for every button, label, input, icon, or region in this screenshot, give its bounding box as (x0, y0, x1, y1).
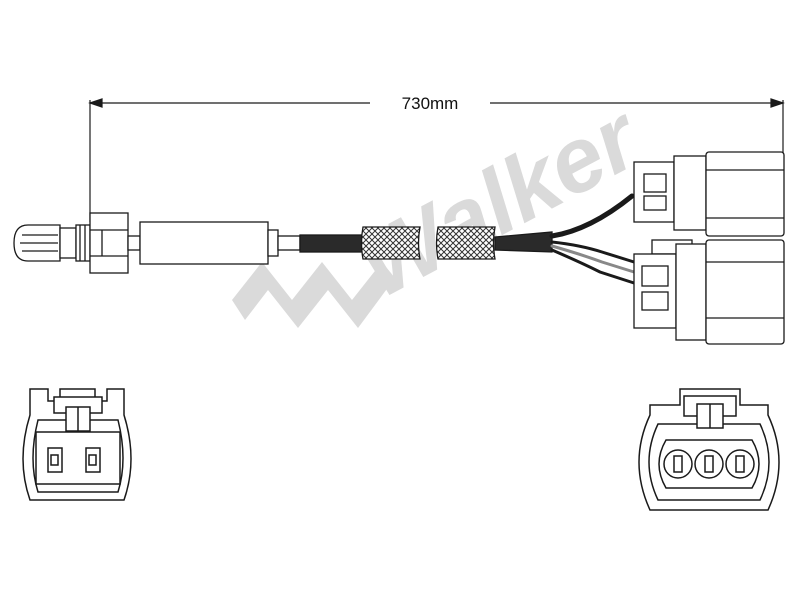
pin-contact (50, 454, 59, 466)
dimension-label: 730mm (402, 94, 459, 113)
pin-contact (704, 455, 714, 473)
pin-contact (88, 454, 97, 466)
upper-connector (633, 151, 785, 237)
pin-contact (673, 455, 683, 473)
dimension-line (88, 98, 785, 222)
cable-harness (299, 226, 553, 260)
pin-contact (735, 455, 745, 473)
left-pin-cavities (47, 447, 101, 473)
right-pin-cavities (663, 449, 755, 479)
sensor-probe (13, 224, 91, 262)
lower-connector (633, 239, 785, 345)
wire-breakout (549, 193, 636, 285)
watermark-text: Walker (342, 85, 659, 318)
two-pin-connector-face (22, 388, 132, 501)
brand-watermark: Walker (232, 85, 658, 328)
sensor-housing (127, 221, 301, 265)
sensor-hex-nut (89, 212, 129, 274)
